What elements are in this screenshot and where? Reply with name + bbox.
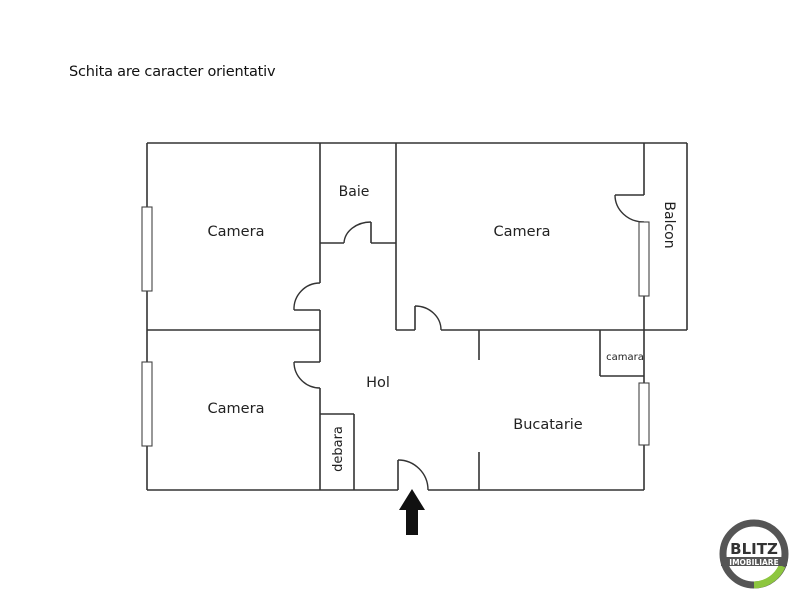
plan-disclaimer: Schita are caracter orientativ bbox=[69, 64, 276, 80]
arrow-up-icon bbox=[399, 489, 425, 535]
label-balcon: Balcon bbox=[661, 201, 677, 248]
door-camera-bottom-left bbox=[293, 361, 321, 389]
label-debara: debara bbox=[331, 426, 346, 472]
room-labels: Camera Baie Camera Balcon Camera Hol deb… bbox=[208, 184, 677, 472]
blitz-imobiliare-logo: BLITZ IMOBILIARE bbox=[718, 518, 790, 590]
interior-walls bbox=[147, 143, 687, 490]
door-entrance bbox=[397, 459, 429, 491]
door-baie bbox=[343, 221, 372, 244]
outer-walls bbox=[146, 142, 688, 491]
windows bbox=[141, 206, 650, 447]
logo-text-imobiliare: IMOBILIARE bbox=[729, 558, 778, 567]
label-camara: camara bbox=[606, 352, 644, 363]
door-camera-top-left bbox=[293, 282, 321, 311]
label-hol: Hol bbox=[366, 375, 390, 391]
door-balcon bbox=[614, 194, 645, 223]
doors bbox=[293, 194, 645, 491]
label-camera-top-right: Camera bbox=[494, 224, 551, 240]
label-baie: Baie bbox=[339, 184, 370, 200]
logo-text-blitz: BLITZ bbox=[730, 540, 778, 558]
label-camera-bottom-left: Camera bbox=[208, 401, 265, 417]
door-camera-top-right bbox=[414, 305, 442, 331]
label-camera-top-left: Camera bbox=[208, 224, 265, 240]
label-bucatarie: Bucatarie bbox=[513, 417, 583, 433]
